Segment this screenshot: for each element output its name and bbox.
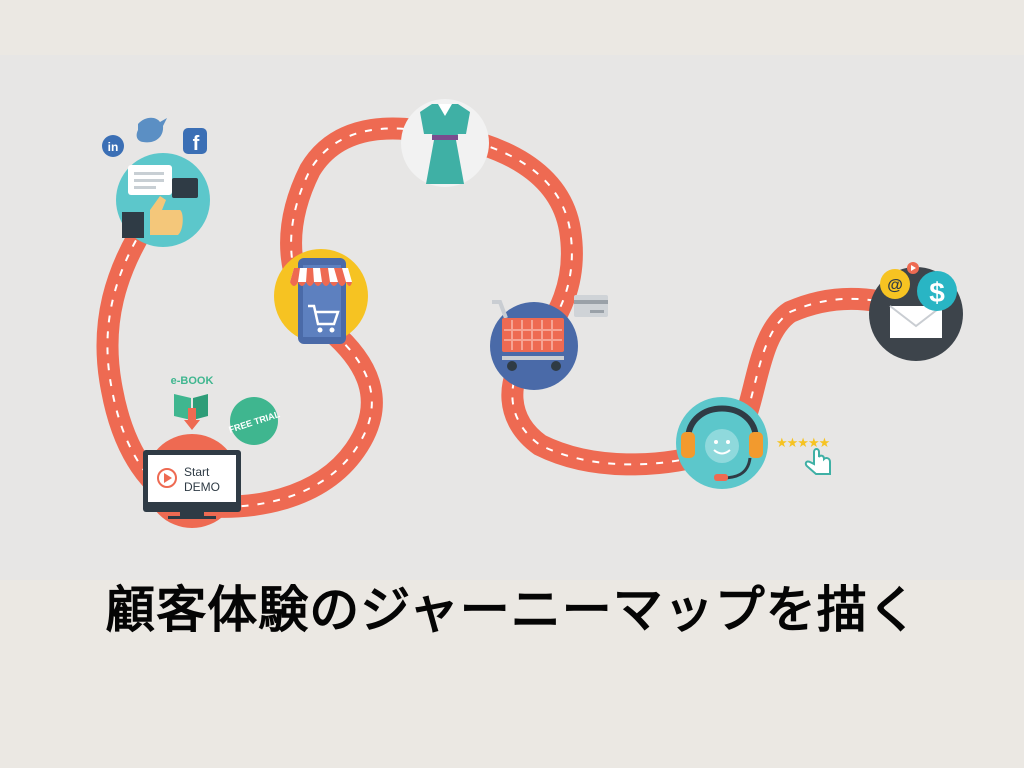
free-trial-badge: FREE TRIAL bbox=[228, 397, 282, 445]
ebook-badge: e-BOOK bbox=[171, 375, 214, 430]
social-node: in f bbox=[102, 117, 210, 247]
demo-node: Start DEMO bbox=[143, 434, 241, 528]
twitter-icon bbox=[136, 117, 167, 143]
support-node: ★★★★★ bbox=[676, 397, 831, 489]
cart-node bbox=[490, 295, 608, 390]
credit-card-icon bbox=[574, 295, 608, 317]
page-caption: 顧客体験のジャーニーマップを描く bbox=[105, 581, 919, 639]
ebook-icon bbox=[174, 394, 208, 430]
demo-word-label: DEMO bbox=[184, 480, 220, 494]
demo-monitor-icon bbox=[143, 450, 241, 519]
shop-node bbox=[274, 249, 368, 344]
email-node: @ $ bbox=[869, 262, 963, 361]
linkedin-icon bbox=[102, 135, 124, 157]
star-rating-icon: ★★★★★ bbox=[776, 436, 830, 451]
pointer-hand-icon bbox=[804, 448, 831, 475]
ebook-label: e-BOOK bbox=[171, 375, 214, 387]
demo-start-label: Start bbox=[184, 465, 210, 479]
dress-node bbox=[401, 99, 489, 187]
dollar-label: $ bbox=[929, 277, 945, 308]
facebook-label: f bbox=[193, 133, 200, 155]
linkedin-label: in bbox=[108, 140, 119, 154]
facebook-icon bbox=[183, 128, 207, 154]
at-sign-label: @ bbox=[887, 277, 903, 294]
